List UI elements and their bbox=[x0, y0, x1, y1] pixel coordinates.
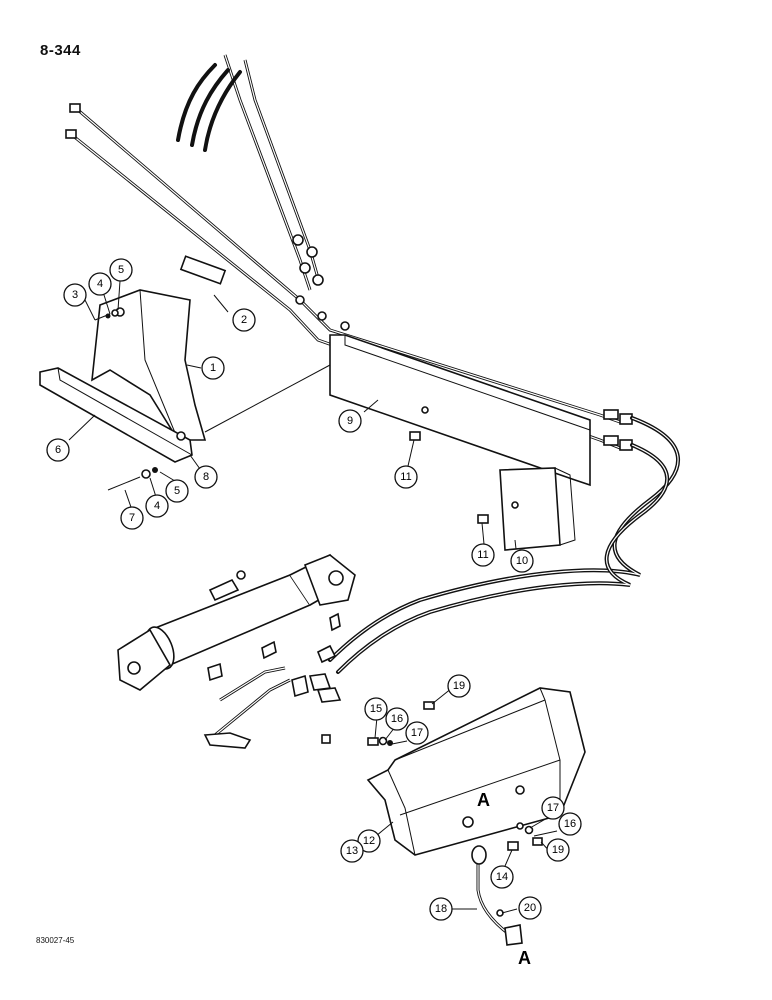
svg-text:3: 3 bbox=[72, 289, 78, 301]
channel-guard bbox=[329, 334, 591, 551]
ground-strap: A bbox=[471, 845, 531, 968]
svg-text:17: 17 bbox=[411, 727, 423, 739]
callout-9: 9 bbox=[338, 409, 362, 433]
svg-text:11: 11 bbox=[400, 471, 411, 483]
page-number: 8-344 bbox=[40, 42, 81, 59]
mounting-bracket bbox=[39, 255, 331, 463]
callout-2: 2 bbox=[232, 308, 256, 332]
svg-text:5: 5 bbox=[174, 485, 180, 497]
callout-16-lower: 16 bbox=[558, 812, 582, 836]
guard-housing: A bbox=[366, 687, 586, 856]
svg-text:15: 15 bbox=[370, 703, 382, 715]
hardware bbox=[94, 309, 543, 917]
callout-14: 14 bbox=[490, 865, 514, 889]
svg-text:4: 4 bbox=[154, 500, 160, 512]
svg-text:10: 10 bbox=[516, 555, 528, 567]
svg-text:5: 5 bbox=[118, 264, 124, 276]
svg-text:16: 16 bbox=[564, 818, 576, 830]
callout-19-lower: 19 bbox=[546, 838, 570, 862]
callout-5-lower: 5 bbox=[165, 479, 189, 503]
upper-hydraulic-lines bbox=[65, 54, 633, 451]
svg-text:7: 7 bbox=[129, 512, 135, 524]
reference-mark-a-housing: A bbox=[477, 790, 490, 810]
svg-text:19: 19 bbox=[552, 844, 564, 856]
svg-text:2: 2 bbox=[241, 314, 247, 326]
callout-11-lower: 11 bbox=[471, 543, 495, 567]
hydraulic-hoses bbox=[328, 416, 680, 674]
callout-1: 1 bbox=[201, 356, 225, 380]
hydraulic-cylinder bbox=[117, 553, 356, 749]
callout-18: 18 bbox=[429, 897, 453, 921]
svg-text:11: 11 bbox=[477, 549, 488, 561]
callout-17-upper: 17 bbox=[405, 721, 429, 745]
callout-13: 13 bbox=[340, 839, 364, 863]
callout-3: 3 bbox=[63, 283, 87, 307]
callout-20: 20 bbox=[518, 896, 542, 920]
svg-text:20: 20 bbox=[524, 902, 536, 914]
callout-4-upper: 4 bbox=[88, 272, 112, 296]
callout-15: 15 bbox=[364, 697, 388, 721]
svg-text:14: 14 bbox=[496, 871, 508, 883]
svg-text:4: 4 bbox=[97, 278, 103, 290]
callout-10: 10 bbox=[510, 549, 534, 573]
callout-8: 8 bbox=[194, 465, 218, 489]
svg-text:12: 12 bbox=[363, 835, 375, 847]
svg-text:13: 13 bbox=[346, 845, 358, 857]
callout-19-upper: 19 bbox=[447, 674, 471, 698]
svg-text:6: 6 bbox=[55, 444, 61, 456]
callout-16-upper: 16 bbox=[385, 707, 409, 731]
figure-code: 830027-45 bbox=[36, 936, 75, 945]
svg-text:19: 19 bbox=[453, 680, 465, 692]
callout-11-upper: 11 bbox=[394, 465, 418, 489]
svg-text:8: 8 bbox=[203, 471, 209, 483]
callout-6: 6 bbox=[46, 438, 70, 462]
callout-7: 7 bbox=[120, 506, 144, 530]
reference-mark-a-strap: A bbox=[518, 948, 531, 968]
svg-text:16: 16 bbox=[391, 713, 403, 725]
callout-4-lower: 4 bbox=[145, 494, 169, 518]
svg-text:1: 1 bbox=[210, 362, 216, 374]
callout-5-upper: 5 bbox=[109, 258, 133, 282]
callout-17-lower: 17 bbox=[541, 796, 565, 820]
svg-text:17: 17 bbox=[547, 802, 559, 814]
callout-12: 12 bbox=[357, 829, 381, 853]
svg-text:9: 9 bbox=[347, 415, 353, 427]
svg-text:18: 18 bbox=[435, 903, 447, 915]
